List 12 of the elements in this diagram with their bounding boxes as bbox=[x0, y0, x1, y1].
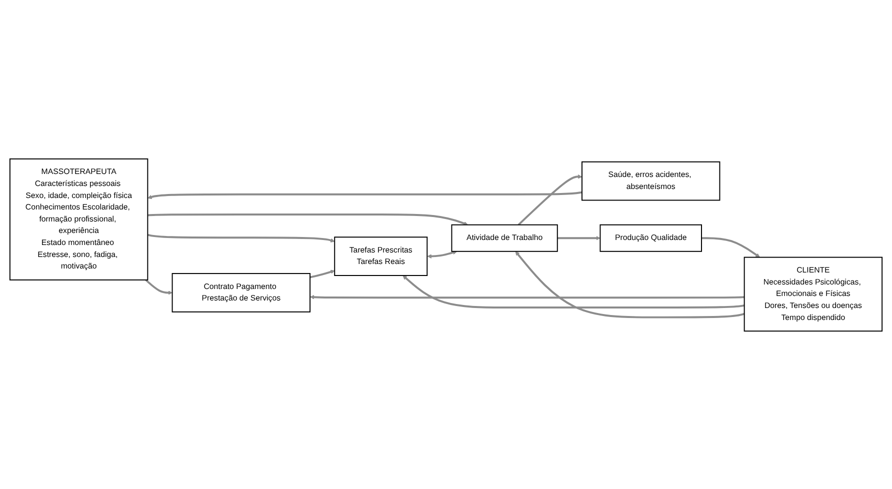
arrow bbox=[147, 233, 335, 242]
arrow bbox=[702, 236, 760, 257]
arrow bbox=[402, 274, 744, 308]
arrow bbox=[147, 190, 582, 199]
arrow bbox=[557, 235, 600, 240]
arrow bbox=[310, 294, 744, 299]
arrow bbox=[427, 250, 458, 258]
arrow bbox=[310, 269, 335, 278]
arrow bbox=[148, 213, 468, 226]
arrow bbox=[518, 174, 582, 226]
arrow bbox=[515, 250, 745, 318]
arrow bbox=[145, 278, 172, 294]
